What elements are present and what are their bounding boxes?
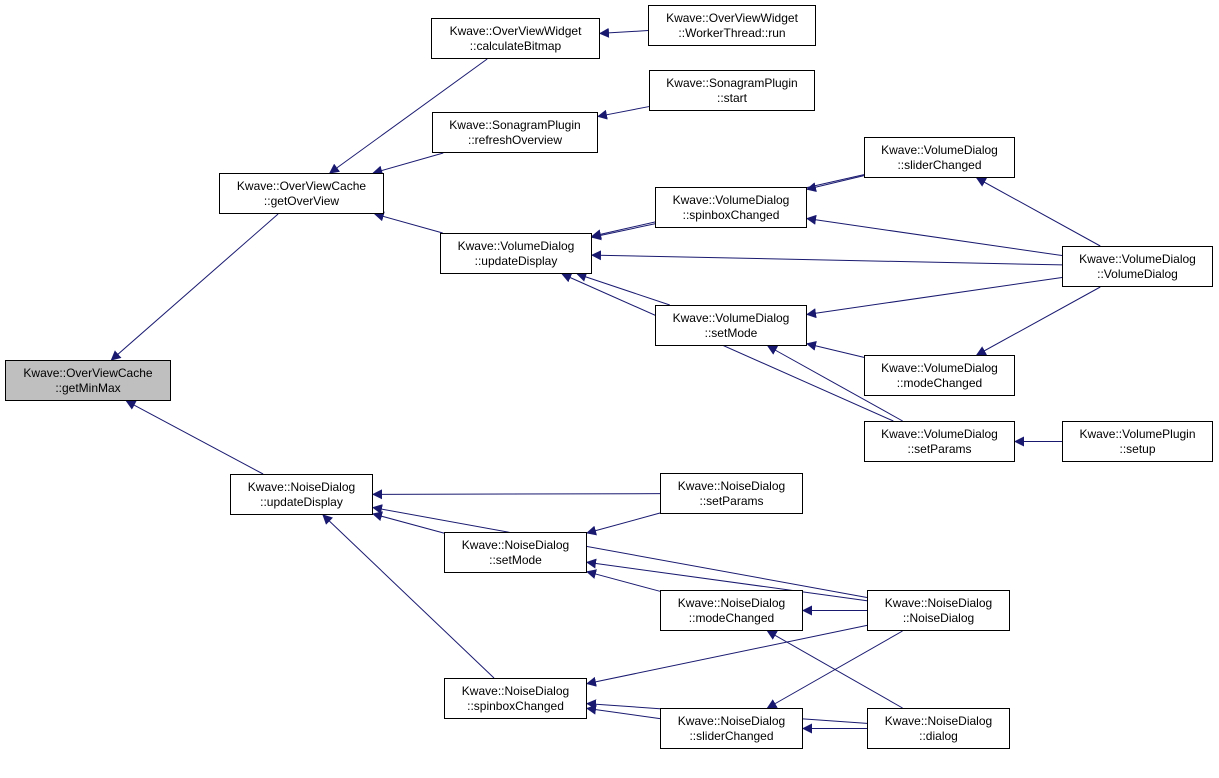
node-class-label: Kwave::NoiseDialog <box>677 713 786 728</box>
node-overviewcache-getminmax: Kwave::OverViewCache ::getMinMax <box>5 360 171 401</box>
edge-noiseSetMode-to-noiseUpdate <box>372 511 445 534</box>
node-class-label: Kwave::NoiseDialog <box>247 479 356 494</box>
node-method-label: ::modeChanged <box>688 610 775 625</box>
node-method-label: ::setParams <box>907 441 972 456</box>
edge-volSpin-to-volUpdate <box>591 223 656 241</box>
node-method-label: ::updateDisplay <box>260 494 343 509</box>
edge-volCtor-to-volSetMode <box>806 276 1063 319</box>
node-method-label: ::calculateBitmap <box>469 38 562 53</box>
node-method-label: ::WorkerThread::run <box>678 25 786 40</box>
edge-noiseSetParams-to-noiseUpdate <box>372 489 661 500</box>
node-sonagramplugin-refreshoverview[interactable]: Kwave::SonagramPlugin ::refreshOverview <box>432 112 598 153</box>
edge-volSetParams-to-volSetMode <box>766 345 903 422</box>
edge-noiseCtor-to-noiseSlider <box>766 630 903 709</box>
node-class-label: Kwave::VolumeDialog <box>1079 251 1196 266</box>
node-method-label: ::VolumeDialog <box>1097 266 1178 281</box>
node-method-label: ::dialog <box>919 728 958 743</box>
node-method-label: ::sliderChanged <box>689 728 774 743</box>
node-noisedialog-updatedisplay[interactable]: Kwave::NoiseDialog ::updateDisplay <box>230 474 373 515</box>
node-class-label: Kwave::VolumeDialog <box>672 310 790 325</box>
node-method-label: ::start <box>716 90 747 105</box>
node-volumedialog-sliderchanged[interactable]: Kwave::VolumeDialog ::sliderChanged <box>864 137 1015 178</box>
edge-volCtor-to-volUpdate <box>591 250 1063 266</box>
node-class-label: Kwave::VolumePlugin <box>1079 426 1196 441</box>
node-class-label: Kwave::NoiseDialog <box>461 537 570 552</box>
node-method-label: ::setParams <box>699 493 764 508</box>
node-class-label: Kwave::VolumeDialog <box>881 142 998 157</box>
node-method-label: ::spinboxChanged <box>682 207 780 222</box>
edge-volCtor-to-volSlider <box>975 177 1101 247</box>
node-class-label: Kwave::SonagramPlugin <box>666 75 798 90</box>
node-overviewcache-getoverview[interactable]: Kwave::OverViewCache ::getOverView <box>219 173 384 214</box>
node-noisedialog-setparams[interactable]: Kwave::NoiseDialog ::setParams <box>660 473 803 514</box>
node-class-label: Kwave::OverViewCache <box>236 178 367 193</box>
node-class-label: Kwave::VolumeDialog <box>457 238 575 253</box>
edge-noiseCtor-to-noiseSetMode <box>586 558 868 602</box>
node-noisedialog-dialog[interactable]: Kwave::NoiseDialog ::dialog <box>867 708 1010 749</box>
node-method-label: ::setMode <box>704 325 758 340</box>
edge-volCtor-to-volSpin <box>806 214 1063 257</box>
node-method-label: ::getOverView <box>263 193 340 208</box>
node-class-label: Kwave::VolumeDialog <box>881 426 998 441</box>
node-noisedialog-noisedialog[interactable]: Kwave::NoiseDialog ::NoiseDialog <box>867 590 1010 631</box>
edge-noiseModeChanged-to-noiseSetMode <box>586 569 661 592</box>
node-overviewwidget-workerthread-run[interactable]: Kwave::OverViewWidget ::WorkerThread::ru… <box>648 5 816 46</box>
edge-volCtor-to-volModeChanged <box>975 286 1101 356</box>
node-volumeplugin-setup[interactable]: Kwave::VolumePlugin ::setup <box>1062 421 1213 462</box>
node-volumedialog-updatedisplay[interactable]: Kwave::VolumeDialog ::updateDisplay <box>440 233 592 274</box>
node-class-label: Kwave::NoiseDialog <box>884 713 993 728</box>
node-method-label: ::modeChanged <box>896 375 983 390</box>
node-class-label: Kwave::OverViewWidget <box>449 23 582 38</box>
node-method-label: ::setup <box>1119 441 1156 456</box>
node-overviewwidget-calculatebitmap[interactable]: Kwave::OverViewWidget ::calculateBitmap <box>431 18 600 59</box>
node-sonagramplugin-start[interactable]: Kwave::SonagramPlugin ::start <box>649 70 815 111</box>
edge-workerRun-to-calcBitmap <box>599 27 649 38</box>
node-method-label: ::refreshOverview <box>467 132 563 147</box>
edge-noiseUpdate-to-getMinMax <box>125 400 264 475</box>
edge-sonoStart-to-sonoRefresh <box>597 106 650 120</box>
node-volumedialog-volumedialog[interactable]: Kwave::VolumeDialog ::VolumeDialog <box>1062 246 1213 287</box>
node-class-label: Kwave::SonagramPlugin <box>449 117 581 132</box>
node-class-label: Kwave::OverViewCache <box>23 365 153 380</box>
node-volumedialog-setmode[interactable]: Kwave::VolumeDialog ::setMode <box>655 305 807 346</box>
node-method-label: ::updateDisplay <box>474 253 558 268</box>
edge-volSetParams-to-volUpdate <box>561 273 894 422</box>
node-volumedialog-modechanged[interactable]: Kwave::VolumeDialog ::modeChanged <box>864 355 1015 396</box>
node-noisedialog-modechanged[interactable]: Kwave::NoiseDialog ::modeChanged <box>660 590 803 631</box>
node-class-label: Kwave::NoiseDialog <box>677 478 786 493</box>
edge-sonoRefresh-to-getOverView <box>372 152 444 176</box>
node-volumedialog-setparams[interactable]: Kwave::VolumeDialog ::setParams <box>864 421 1015 462</box>
node-method-label: ::setMode <box>489 552 542 567</box>
edge-noiseCtor-to-noiseUpdate <box>372 504 868 598</box>
node-noisedialog-setmode[interactable]: Kwave::NoiseDialog ::setMode <box>444 532 587 573</box>
edge-volUpdate-to-getOverView <box>373 211 443 234</box>
edge-noiseCtor-to-noiseSpin <box>586 624 868 687</box>
node-method-label: ::sliderChanged <box>897 157 982 172</box>
edge-noiseSlider-to-noiseSpin <box>586 704 661 720</box>
node-class-label: Kwave::VolumeDialog <box>672 192 790 207</box>
node-class-label: Kwave::OverViewWidget <box>666 10 798 25</box>
edge-noiseSpin-to-noiseUpdate <box>322 514 495 679</box>
node-class-label: Kwave::NoiseDialog <box>461 683 570 698</box>
edge-noiseSetParams-to-noiseSetMode <box>586 512 661 536</box>
node-method-label: ::spinboxChanged <box>467 698 564 713</box>
node-method-label: ::NoiseDialog <box>902 610 975 625</box>
node-method-label: ::getMinMax <box>55 380 121 395</box>
node-volumedialog-spinboxchanged[interactable]: Kwave::VolumeDialog ::spinboxChanged <box>655 187 807 228</box>
node-class-label: Kwave::NoiseDialog <box>677 595 786 610</box>
edge-volModeChanged-to-volSetMode <box>806 340 865 358</box>
node-class-label: Kwave::NoiseDialog <box>884 595 993 610</box>
node-noisedialog-sliderchanged[interactable]: Kwave::NoiseDialog ::sliderChanged <box>660 708 803 749</box>
edge-volSlider-to-volSpin <box>806 175 865 193</box>
node-class-label: Kwave::VolumeDialog <box>881 360 998 375</box>
node-noisedialog-spinboxchanged[interactable]: Kwave::NoiseDialog ::spinboxChanged <box>444 678 587 719</box>
edge-getOverView-to-getMinMax <box>110 213 279 361</box>
edge-calcBitmap-to-getOverView <box>328 58 488 174</box>
edge-volSetMode-to-volUpdate <box>576 272 670 306</box>
